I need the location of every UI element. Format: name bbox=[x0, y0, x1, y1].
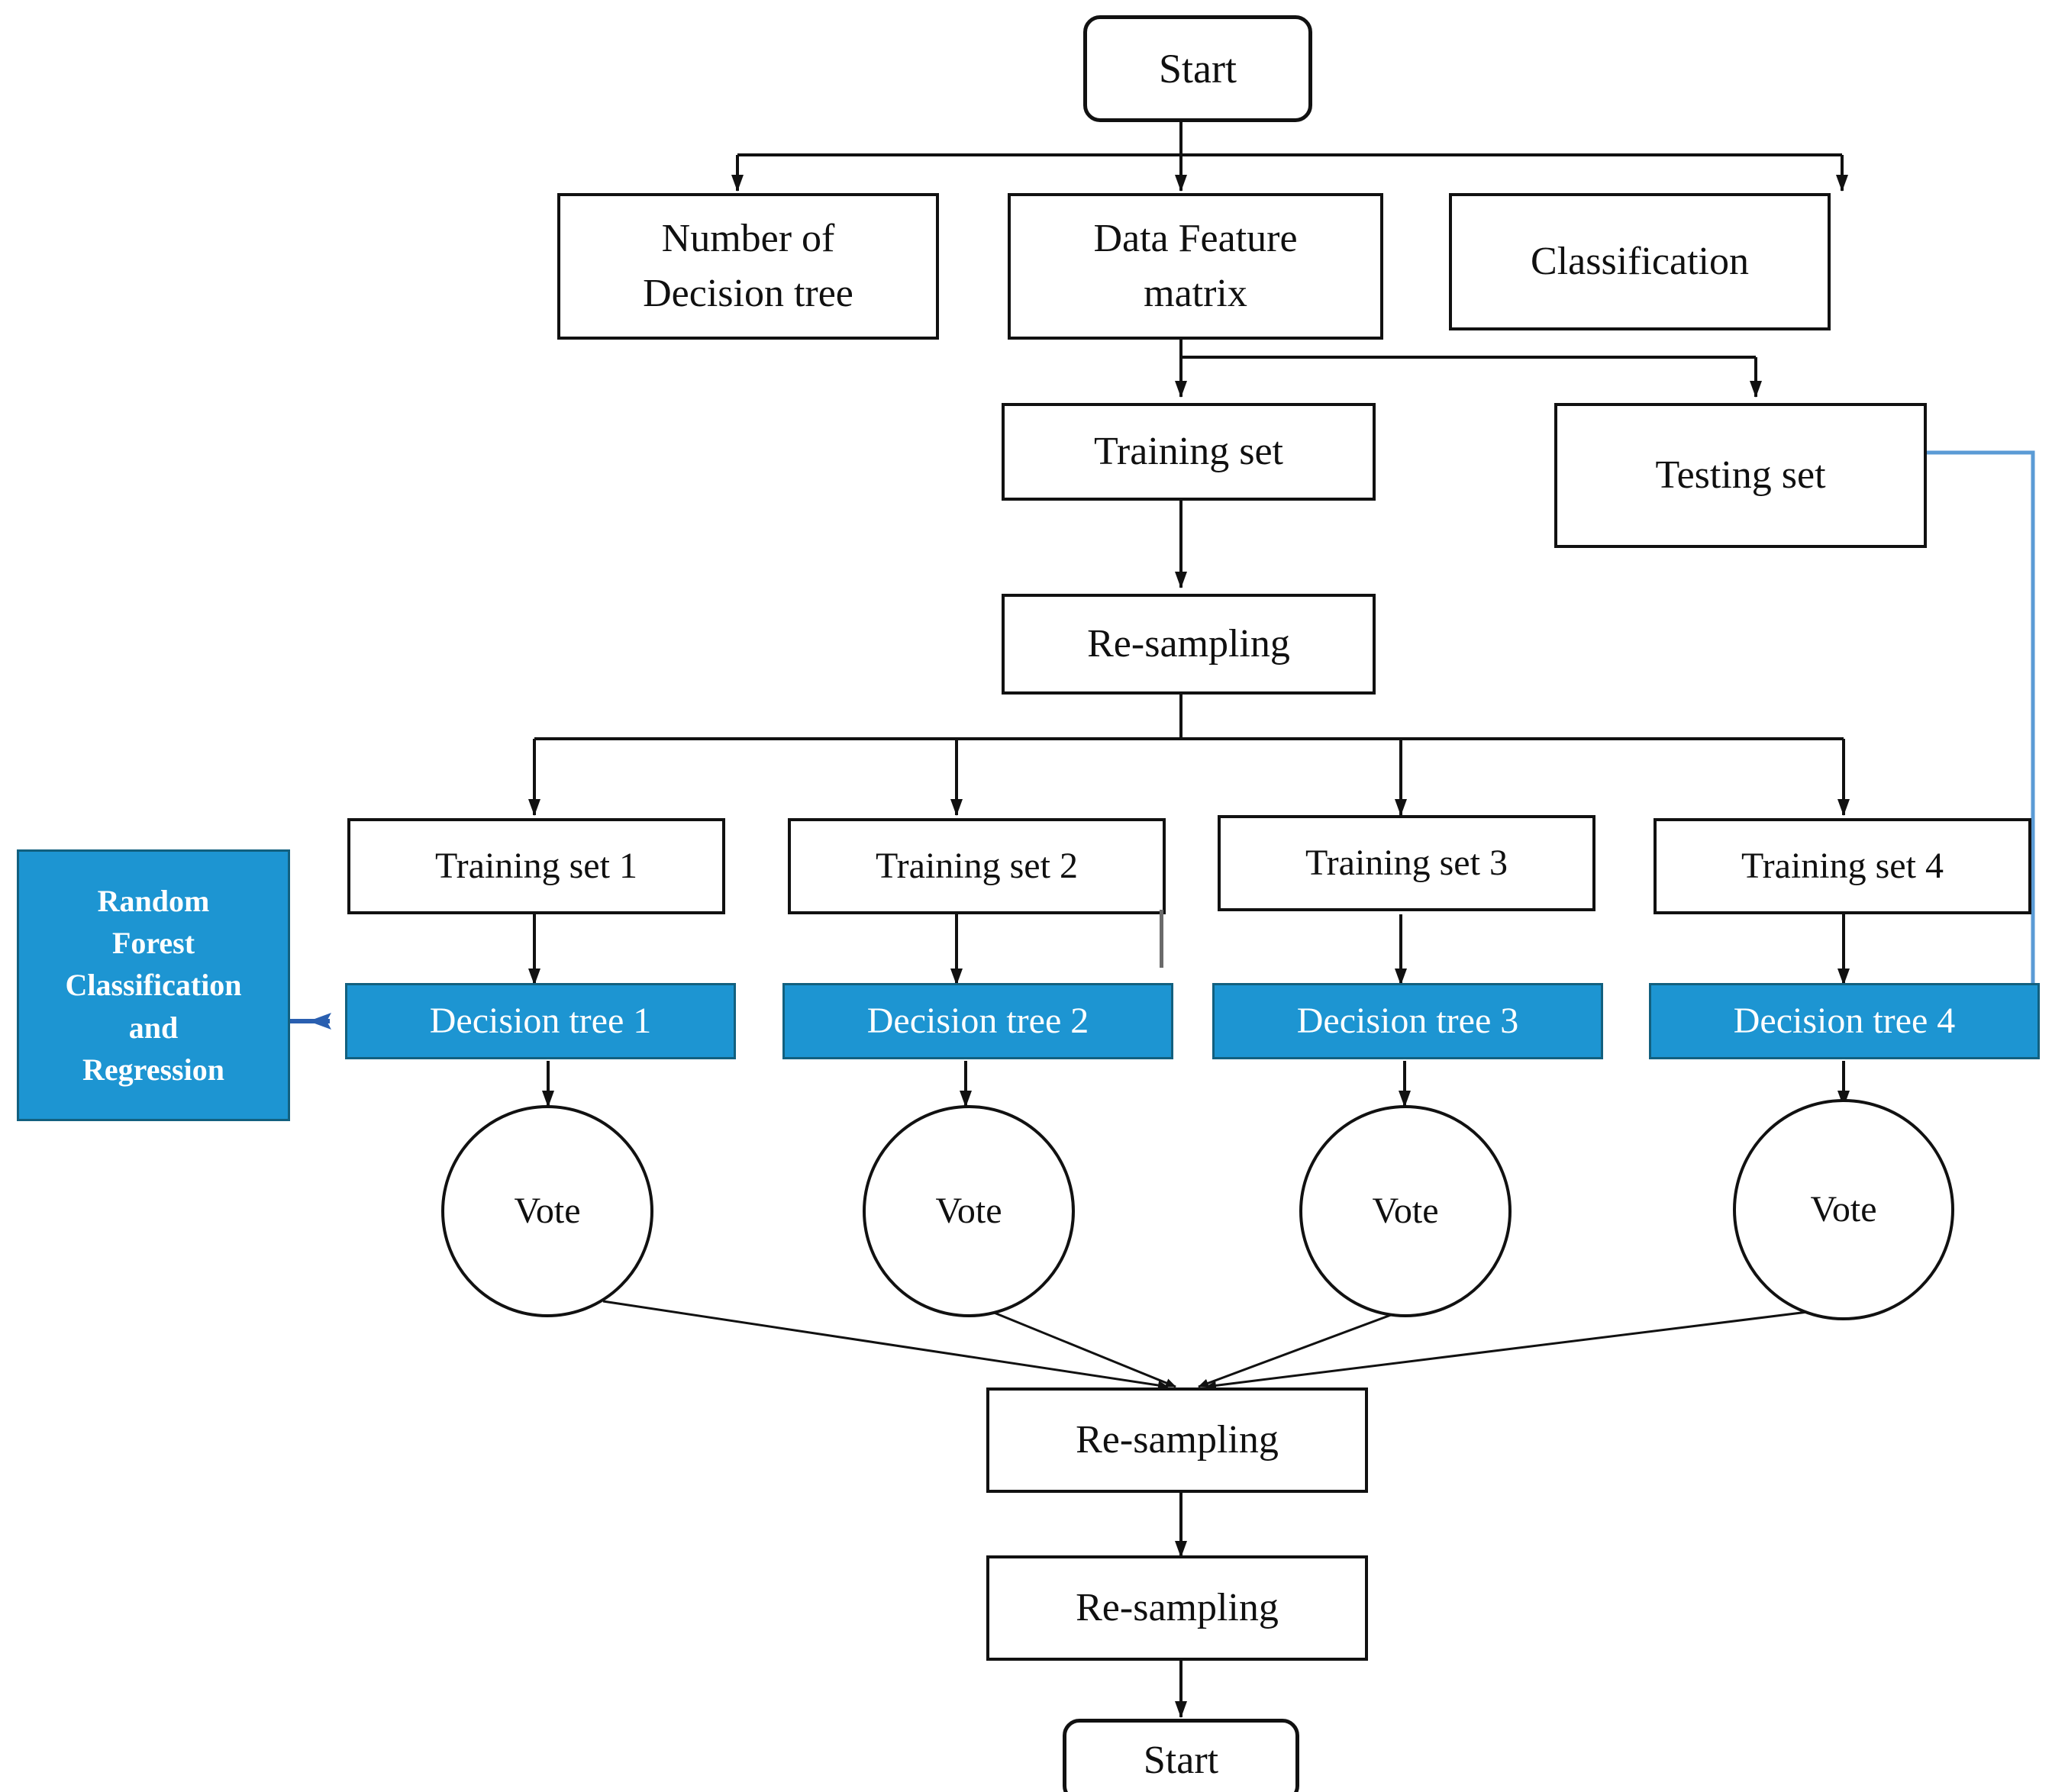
node-classification[interactable]: Classification bbox=[1449, 193, 1831, 330]
node-resampling-top[interactable]: Re-sampling bbox=[1002, 594, 1376, 695]
node-vote-4[interactable]: Vote bbox=[1733, 1099, 1954, 1320]
training-set-4-label: Training set 4 bbox=[1741, 845, 1944, 886]
start-bottom-label: Start bbox=[1143, 1739, 1219, 1783]
node-vote-1[interactable]: Vote bbox=[441, 1105, 653, 1317]
node-vote-2[interactable]: Vote bbox=[863, 1105, 1075, 1317]
node-data-feature-matrix[interactable]: Data Feature matrix bbox=[1008, 193, 1383, 340]
node-training-set-1[interactable]: Training set 1 bbox=[347, 818, 725, 914]
decision-tree-1-label: Decision tree 1 bbox=[429, 1000, 652, 1041]
start-top-label: Start bbox=[1159, 45, 1237, 92]
vote-2-label: Vote bbox=[935, 1190, 1002, 1231]
classification-label: Classification bbox=[1531, 240, 1749, 284]
node-decision-tree-4[interactable]: Decision tree 4 bbox=[1649, 983, 2040, 1059]
vote-3-label: Vote bbox=[1372, 1190, 1439, 1231]
resampling-mid-label: Re-sampling bbox=[1076, 1418, 1279, 1462]
resampling-top-label: Re-sampling bbox=[1087, 622, 1290, 666]
node-training-set-2[interactable]: Training set 2 bbox=[788, 818, 1166, 914]
vote-1-label: Vote bbox=[514, 1190, 581, 1231]
decision-tree-4-label: Decision tree 4 bbox=[1733, 1000, 1956, 1041]
node-decision-tree-1[interactable]: Decision tree 1 bbox=[345, 983, 736, 1059]
number-of-decision-tree-line1: Number of bbox=[661, 217, 835, 261]
random-forest-line-3: Classification bbox=[65, 968, 242, 1003]
decision-tree-3-label: Decision tree 3 bbox=[1296, 1000, 1519, 1041]
node-training-set-4[interactable]: Training set 4 bbox=[1654, 818, 2031, 914]
training-set-label: Training set bbox=[1094, 430, 1283, 474]
node-training-set[interactable]: Training set bbox=[1002, 403, 1376, 501]
data-feature-matrix-line2: matrix bbox=[1144, 272, 1247, 315]
node-resampling-bottom[interactable]: Re-sampling bbox=[986, 1555, 1368, 1661]
number-of-decision-tree-line2: Decision tree bbox=[643, 272, 853, 315]
random-forest-line-2: Forest bbox=[111, 926, 195, 961]
training-set-1-label: Training set 1 bbox=[435, 845, 637, 886]
node-random-forest[interactable]: Random Forest Classification and Regress… bbox=[17, 849, 290, 1121]
node-resampling-mid[interactable]: Re-sampling bbox=[986, 1388, 1368, 1493]
node-start-bottom[interactable]: Start bbox=[1063, 1719, 1299, 1792]
divider-tick bbox=[1160, 910, 1163, 968]
random-forest-line-5: Regression bbox=[82, 1052, 224, 1087]
vote-4-label: Vote bbox=[1810, 1188, 1877, 1230]
decision-tree-2-label: Decision tree 2 bbox=[866, 1000, 1089, 1041]
training-set-2-label: Training set 2 bbox=[876, 845, 1078, 886]
node-training-set-3[interactable]: Training set 3 bbox=[1218, 815, 1595, 911]
node-number-of-decision-tree[interactable]: Number of Decision tree bbox=[557, 193, 939, 340]
node-decision-tree-2[interactable]: Decision tree 2 bbox=[782, 983, 1173, 1059]
random-forest-line-1: Random bbox=[97, 884, 210, 919]
random-forest-line-4: and bbox=[128, 1010, 179, 1045]
node-vote-3[interactable]: Vote bbox=[1299, 1105, 1512, 1317]
training-set-3-label: Training set 3 bbox=[1305, 842, 1508, 883]
node-decision-tree-3[interactable]: Decision tree 3 bbox=[1212, 983, 1603, 1059]
testing-set-label: Testing set bbox=[1655, 453, 1826, 498]
data-feature-matrix-line1: Data Feature bbox=[1093, 217, 1298, 261]
resampling-bottom-label: Re-sampling bbox=[1076, 1586, 1279, 1630]
node-start-top[interactable]: Start bbox=[1083, 15, 1312, 122]
node-testing-set[interactable]: Testing set bbox=[1554, 403, 1927, 548]
